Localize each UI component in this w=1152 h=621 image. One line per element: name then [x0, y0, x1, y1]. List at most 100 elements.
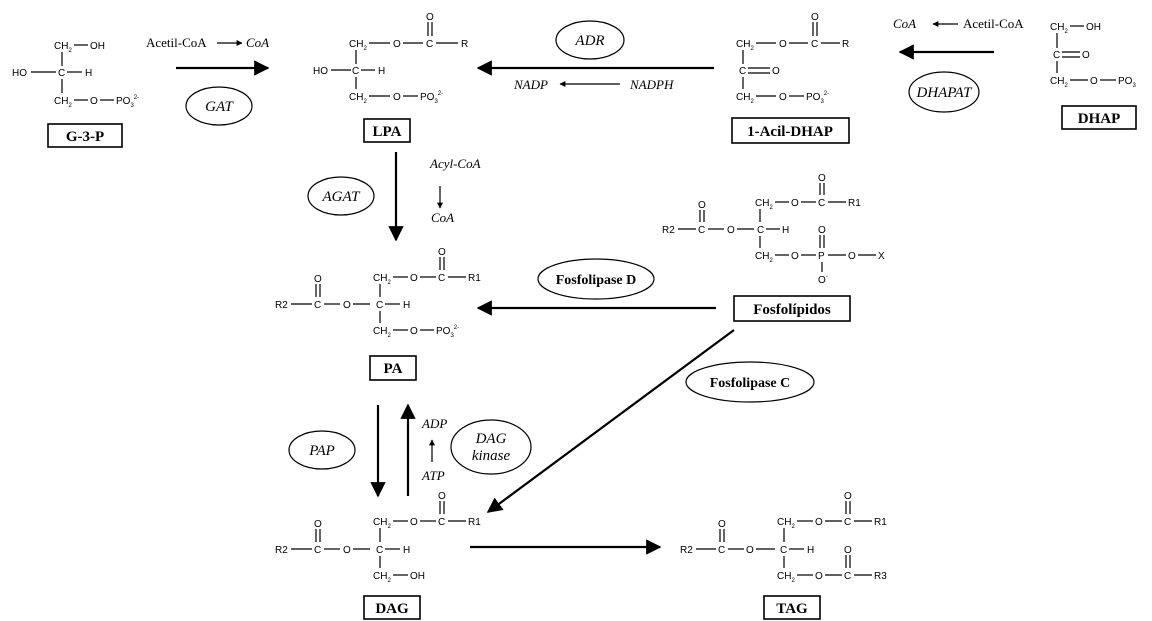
- lpa-ch2-bottom: CH2: [349, 92, 367, 105]
- lpa-ho: HO: [313, 66, 328, 77]
- fosfolipidos-box: [733, 295, 851, 322]
- nadph-label: NADPH: [629, 77, 674, 92]
- tag-structure: R2 C O O CH2 O C O R1 C H CH2 O C O R3: [680, 491, 887, 584]
- pa-label: PA: [384, 361, 403, 377]
- lpa-o2: O: [393, 92, 401, 103]
- dag-h: H: [403, 545, 410, 556]
- lpa-structure: CH2 O C O R HO C H CH2 O PO32-: [313, 12, 468, 105]
- dag-kinase-label-line2: kinase: [472, 448, 511, 464]
- dhap-label: DHAP: [1078, 111, 1121, 127]
- fl-ch2: CH2: [755, 198, 773, 211]
- coa-agat-label: CoA: [431, 210, 454, 225]
- dhap-keto-o: O: [1082, 50, 1090, 61]
- tag-ch2: CH2: [777, 517, 795, 530]
- dag-r2: R2: [275, 545, 288, 556]
- dag-carbonyl-o: O: [314, 519, 322, 530]
- pa-ch2: CH2: [373, 273, 391, 286]
- adr-ellipse: [555, 20, 625, 60]
- tag-carbonyl-o: O: [718, 519, 726, 530]
- dag-kinase-ellipse: [450, 419, 532, 475]
- acildhap-ch2: CH2: [736, 39, 754, 52]
- acildhap-ch2-bottom: CH2: [736, 92, 754, 105]
- tag-c1b: C: [844, 517, 851, 528]
- g3p-o: O: [90, 96, 98, 107]
- lpa-c2: C: [352, 66, 359, 77]
- g3p-label: G-3-P: [66, 129, 104, 145]
- tag-c3b: C: [844, 571, 851, 582]
- tag-box: [763, 595, 821, 620]
- g3p-po3: PO32-: [116, 95, 139, 109]
- lpa-r: R: [461, 39, 468, 50]
- g3p-h: H: [85, 68, 92, 79]
- acil-dhap-label: 1-Acil-DHAP: [747, 124, 833, 140]
- fl-p-ominus: O-: [818, 274, 828, 286]
- dag-label: DAG: [375, 601, 409, 617]
- tag-c2: C: [780, 545, 787, 556]
- fl-o: O: [727, 225, 735, 236]
- dhap-o2: O: [1090, 76, 1098, 87]
- fosfolipase-c-label: Fosfolipase C: [710, 376, 791, 391]
- fl-o4: O: [848, 251, 856, 262]
- fl-x: X: [878, 251, 885, 262]
- tag-o: O: [746, 545, 754, 556]
- fl-carbonyl-o1: O: [818, 173, 826, 184]
- pa-ch2-bottom: CH2: [373, 326, 391, 339]
- dag-ch2-bottom: CH2: [373, 571, 391, 584]
- lpa-box: [363, 118, 411, 143]
- adr-label: ADR: [574, 33, 604, 49]
- pa-carbonyl-o: O: [314, 274, 322, 285]
- dag-c2: C: [376, 545, 383, 556]
- pa-o3: O: [410, 326, 418, 337]
- pa-box: [369, 355, 417, 381]
- pa-c1b: C: [438, 273, 445, 284]
- pa-o1: O: [410, 273, 418, 284]
- acildhap-po3: PO32-: [806, 91, 829, 105]
- g3p-ch2-bottom: CH2: [54, 96, 72, 109]
- fl-c1b: C: [818, 198, 825, 209]
- tag-o1: O: [815, 517, 823, 528]
- dag-o: O: [343, 545, 351, 556]
- coa-label: CoA: [246, 35, 269, 50]
- tag-r1: R1: [874, 517, 887, 528]
- pa-r1: R1: [468, 273, 481, 284]
- dag-ch2: CH2: [373, 517, 391, 530]
- pa-structure: R2 C O O CH2 O C O R1 C H CH2 O PO32-: [275, 247, 481, 339]
- fosfolipase-d-ellipse: [537, 258, 655, 300]
- g3p-oh: OH: [90, 41, 105, 52]
- pa-h: H: [403, 300, 410, 311]
- pa-c: C: [314, 300, 321, 311]
- dhap-ch2: CH2: [1050, 22, 1068, 35]
- lpa-label: LPA: [373, 124, 402, 140]
- g3p-ho: HO: [12, 68, 27, 79]
- dhap-po3: PO3: [1118, 76, 1136, 89]
- dhap-oh: OH: [1086, 22, 1101, 33]
- lpa-ch2: CH2: [349, 39, 367, 52]
- dhap-ch2-bottom: CH2: [1050, 76, 1068, 89]
- fosfolipase-c-ellipse: [685, 361, 815, 403]
- acil-dhap-box: [731, 117, 850, 144]
- lpa-o: O: [393, 39, 401, 50]
- tag-label: TAG: [776, 601, 808, 617]
- dag-c: C: [314, 545, 321, 556]
- fl-c: C: [698, 225, 705, 236]
- dhap-box: [1061, 105, 1137, 130]
- pa-r2: R2: [275, 300, 288, 311]
- coa-right-label: CoA: [893, 16, 916, 31]
- pap-label: PAP: [308, 443, 335, 459]
- acil-dhap-structure: CH2 O C O R C O CH2 O PO32-: [736, 12, 849, 105]
- fosfolipase-d-label: Fosfolipase D: [556, 273, 637, 288]
- tag-c: C: [718, 545, 725, 556]
- fl-p: P: [818, 251, 825, 262]
- dhapat-ellipse: [908, 71, 980, 113]
- dag-oh: OH: [410, 571, 425, 582]
- fl-c2: C: [757, 225, 764, 236]
- acildhap-c2: C: [739, 66, 746, 77]
- dag-kinase-label-line1: DAG: [475, 431, 507, 447]
- gat-ellipse: [185, 86, 253, 126]
- fosfolipido-structure: R2 C O O CH2 O C O R1 C H CH2 O P O O- O: [662, 173, 885, 286]
- tag-ch2-bottom: CH2: [777, 571, 795, 584]
- adp-label: ADP: [421, 416, 447, 431]
- dag-o1: O: [410, 517, 418, 528]
- g3p-structure: CH2 OH HO C H CH2 O PO32-: [12, 41, 139, 109]
